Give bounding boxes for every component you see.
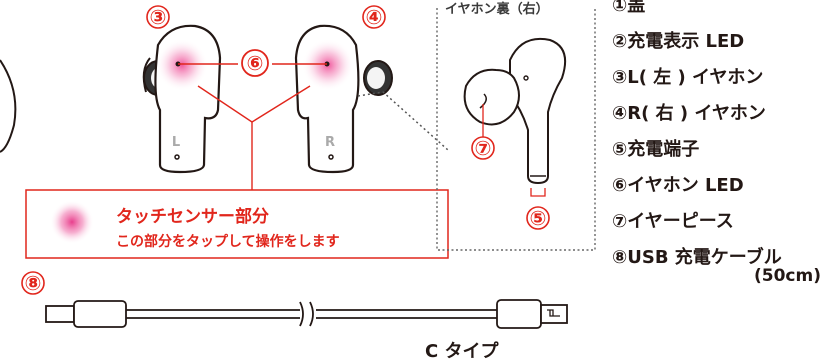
right-earbud-back xyxy=(463,38,566,185)
parts-legend: ①盖 ②充電表示 LED ③L( 左 ) イヤホン ④R( 右 ) イヤホン ⑤… xyxy=(612,0,821,286)
marker-6: ⑥ xyxy=(247,51,264,75)
left-earbud-letter: L xyxy=(172,135,180,150)
right-earbud-letter: R xyxy=(325,135,335,150)
right-view-box xyxy=(436,8,596,251)
touch-callout-box xyxy=(25,189,449,259)
touch-sensor-title: タッチセンサー部分 xyxy=(116,207,269,227)
usb-cable xyxy=(45,299,568,329)
right-earbud: R xyxy=(294,24,393,174)
legend-cable-length: (50cm) xyxy=(754,266,821,286)
legend-item-5: ⑤充電端子 xyxy=(612,139,700,160)
legend-item-3: ③L( 左 ) イヤホン xyxy=(612,67,764,88)
legend-item-2: ②充電表示 LED xyxy=(612,31,745,52)
legend-item-6: ⑥イヤホン LED xyxy=(612,175,744,196)
right-view-title: イヤホン裏（右） xyxy=(445,2,549,17)
legend-item-1: ①盖 xyxy=(612,0,646,16)
touch-sensor-description: この部分をタップして操作をします xyxy=(116,234,340,250)
cable-type-label: C タイプ xyxy=(425,341,499,362)
case-edge xyxy=(0,59,17,153)
marker-7: ⑦ xyxy=(475,136,492,160)
legend-item-8: ⑧USB 充電ケーブル xyxy=(612,247,782,268)
marker-5: ⑤ xyxy=(530,206,547,230)
left-earbud: L xyxy=(142,24,222,174)
legend-item-4: ④R( 右 ) イヤホン xyxy=(612,103,766,124)
marker-8: ⑧ xyxy=(25,271,42,295)
marker-4: ④ xyxy=(366,5,383,29)
marker-3: ③ xyxy=(150,5,167,29)
legend-item-7: ⑦イヤーピース xyxy=(612,211,734,232)
